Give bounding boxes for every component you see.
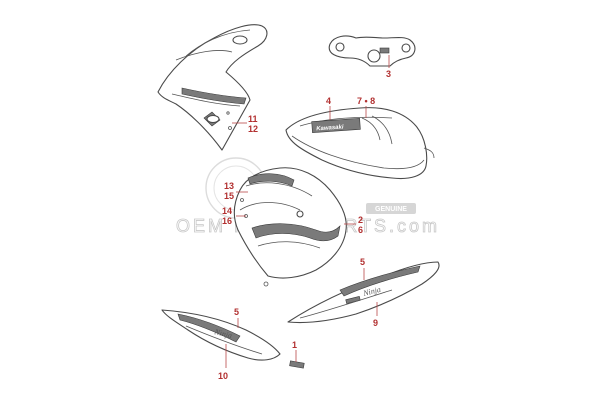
- callout-12: 12: [248, 124, 258, 134]
- callout-2: 2: [358, 215, 363, 225]
- upper-cowl: [157, 24, 268, 151]
- callout-7-8: 7 • 8: [357, 96, 375, 106]
- top-bracket: [328, 35, 416, 67]
- fuel-tank: Kawasaki: [285, 107, 435, 180]
- callout-6: 6: [358, 225, 363, 235]
- callout-5-right: 5: [360, 257, 365, 267]
- callout-3: 3: [386, 69, 391, 79]
- callout-10: 10: [218, 371, 228, 381]
- callout-5-left: 5: [234, 307, 239, 317]
- callout-15: 15: [224, 191, 234, 201]
- callout-14: 14: [222, 206, 232, 216]
- watermark-badge-text: GENUINE: [375, 206, 407, 213]
- lower-fairing: [233, 167, 347, 287]
- tail-script-left: Ninja: [213, 327, 233, 340]
- callout-9: 9: [373, 318, 378, 328]
- tail-cowl-right: Ninja: [287, 261, 440, 324]
- watermark-badge: [366, 203, 416, 214]
- callout-13: 13: [224, 181, 234, 191]
- callout-1: 1: [292, 340, 297, 350]
- callout-11: 11: [248, 114, 258, 124]
- callout-4: 4: [326, 96, 331, 106]
- callout-16: 16: [222, 216, 232, 226]
- tail-cowl-left: Ninja: [161, 309, 305, 369]
- tank-logo-text: Kawasaki: [316, 124, 344, 132]
